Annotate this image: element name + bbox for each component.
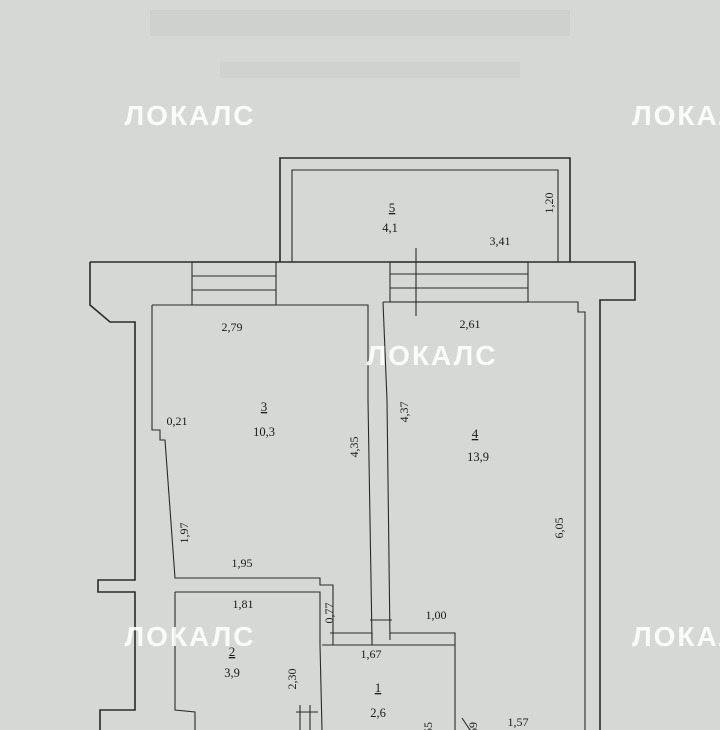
dimension-label: 1,67 — [361, 647, 382, 661]
dimension-label: 1,81 — [233, 597, 254, 611]
room-3-number: 3 — [261, 399, 268, 414]
dimension-label: 69 — [466, 722, 480, 730]
dimension-label: 0,21 — [167, 414, 188, 428]
room-1-area: 2,6 — [370, 706, 386, 720]
dimension-label: 1,20 — [542, 193, 556, 214]
watermark-text: ЛОКАЛС — [125, 100, 256, 131]
dimension-label: 1,57 — [508, 715, 529, 729]
dimension-label: 1,97 — [177, 523, 191, 544]
room-1-number: 1 — [375, 680, 382, 695]
dimension-label: 6,05 — [552, 518, 566, 539]
dimension-label: 2,30 — [285, 669, 299, 690]
dimension-label: 1,00 — [426, 608, 447, 622]
dimension-label: 55 — [421, 722, 435, 730]
room-2-number: 2 — [229, 644, 236, 659]
dimension-label: 4,37 — [397, 402, 411, 423]
watermark-text: ЛОКАЛС — [632, 621, 720, 652]
room-5-number: 5 — [389, 200, 396, 215]
room-4-number: 4 — [472, 426, 479, 441]
window-right — [389, 248, 529, 316]
watermark-text: ЛОКАЛС — [367, 340, 498, 371]
room-1-outline — [322, 619, 471, 730]
room-2-area: 3,9 — [224, 666, 240, 680]
room-5-area: 4,1 — [382, 221, 398, 235]
dimension-label: 4,35 — [347, 437, 361, 458]
watermark-text: ЛОКАЛС — [125, 621, 256, 652]
dimension-label: 0,77 — [322, 603, 336, 624]
dimension-label: 2,79 — [222, 320, 243, 334]
balcony-outline — [279, 157, 571, 262]
room-2-outline — [174, 591, 323, 730]
dimension-label: 1,95 — [232, 556, 253, 570]
window-left — [191, 261, 277, 306]
room-4-area: 13,9 — [467, 450, 489, 464]
dimension-label: 3,41 — [490, 234, 511, 248]
watermark-text: ЛОКАЛС — [632, 100, 720, 131]
faded-document-header — [150, 10, 570, 78]
room-3-area: 10,3 — [253, 425, 275, 439]
dimension-label: 2,61 — [460, 317, 481, 331]
